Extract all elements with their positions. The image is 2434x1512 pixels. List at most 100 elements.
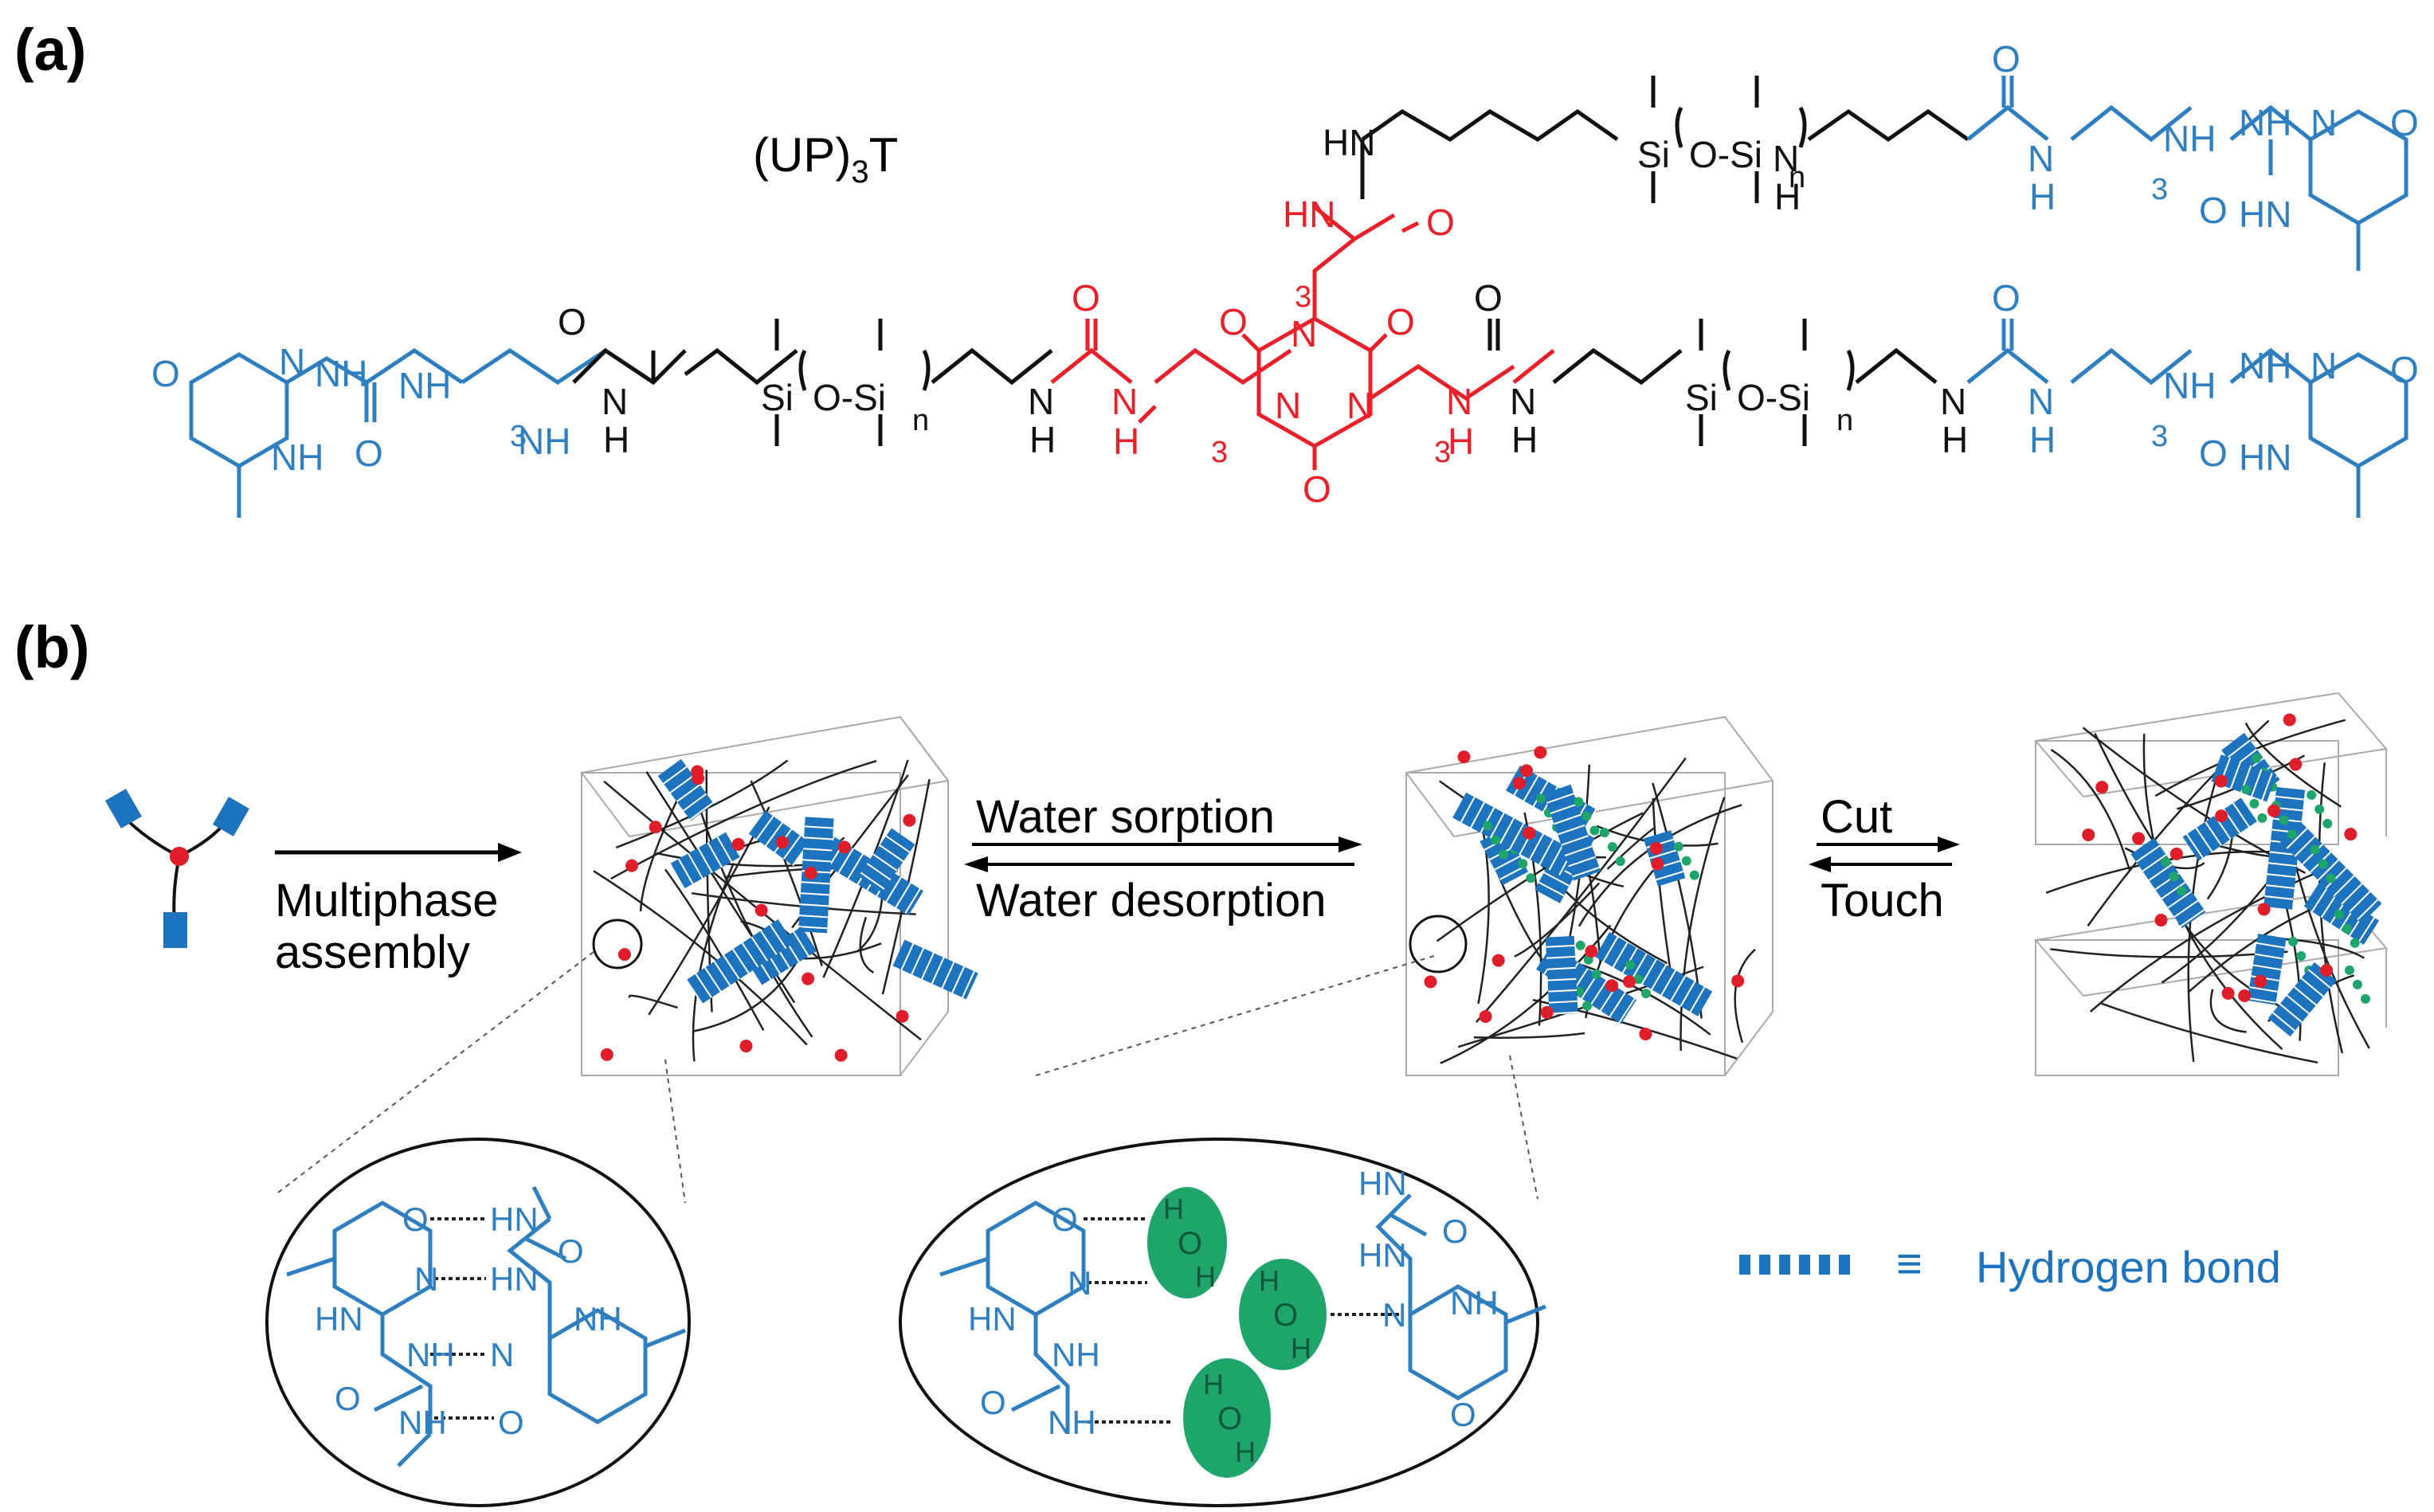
subscript-3-red-1: 3 [1211, 436, 1228, 469]
polymer-chain [2244, 723, 2342, 808]
stack-divider [837, 848, 854, 874]
atom-N-black-left: N [602, 381, 628, 422]
cut-touch-arrows [1809, 836, 1960, 872]
bridge-N-2: N [1382, 1296, 1406, 1334]
water-dot [1574, 797, 1584, 807]
stack-divider [1509, 823, 1525, 849]
water-dot [1615, 856, 1625, 867]
polymer-chain [859, 916, 875, 973]
stack-divider [1548, 844, 1564, 871]
stack-divider [962, 970, 975, 998]
crosslink-dot [2283, 713, 2296, 727]
cut-label: Cut [1821, 791, 1892, 843]
stack-divider [1557, 824, 1585, 836]
stack-divider [1590, 980, 1608, 1005]
atom-N-black-right-2: N [1940, 381, 1966, 422]
stack-divider [677, 858, 694, 884]
atom-H-top-black: H [1774, 176, 1801, 217]
atom-O-top-blue-1: O [1992, 38, 2020, 80]
polymer-chain [2283, 898, 2302, 1041]
water-molecule-icon [1147, 1187, 1227, 1299]
dimer-NH-1: NH [574, 1300, 622, 1338]
stack-divider [931, 957, 945, 985]
stack-divider [688, 852, 704, 879]
stack-divider [900, 943, 915, 970]
atom-O-black-right-1: O [1474, 277, 1503, 319]
atom-O-blue-ring-right: O [2390, 349, 2419, 390]
water-dot [1641, 989, 1652, 999]
crosslink-dot [2238, 989, 2252, 1003]
stack-divider [802, 859, 832, 863]
atom-H-black-left-2: H [1029, 419, 1056, 460]
atom-HN-red-top: HN [1283, 194, 1335, 235]
stack-divider [1523, 775, 1539, 801]
crosslink-dot [1519, 764, 1533, 778]
network-cube-cut [2034, 691, 2388, 1076]
atom-HN-blue-ring-right: HN [2239, 437, 2291, 478]
polymer-chain [648, 806, 770, 1016]
stack-divider [1546, 966, 1576, 970]
stack-divider [2294, 835, 2316, 857]
end-group-left [189, 347, 607, 518]
stack-divider [801, 881, 830, 885]
stack-divider [921, 952, 935, 980]
crosslink-dot [802, 972, 815, 985]
water-dot [2318, 859, 2328, 869]
dimer-O-1: O [402, 1201, 429, 1238]
bridge-O-3: O [1442, 1212, 1468, 1250]
polymer-chain [2050, 749, 2130, 870]
stack-divider [2173, 899, 2199, 918]
bridge-O-2: O [980, 1384, 1006, 1421]
crosslink-dot [2267, 804, 2280, 817]
water-sorption-label: Water sorption [976, 791, 1275, 843]
atom-O-red-top: O [1426, 202, 1455, 243]
bridge-NH-3: NH [1450, 1284, 1499, 1322]
atom-N-top-blue-1: N [2028, 138, 2054, 179]
atom-Si-left-1: Si [761, 377, 794, 418]
bridge-HN-3: HN [1358, 1236, 1407, 1274]
isocyanurate-core [1050, 206, 1555, 470]
crosslink-dot [2344, 828, 2358, 841]
stack-divider [2185, 833, 2204, 859]
atom-N-black-left-2: N [1028, 381, 1054, 422]
dimer-N-2: N [490, 1336, 514, 1373]
water-dot [2344, 965, 2354, 975]
polymer-chain [1514, 882, 1601, 958]
stack-divider [1538, 881, 1565, 897]
stack-divider [885, 876, 902, 903]
water-dot [2257, 813, 2267, 823]
stack-divider [1549, 1011, 1578, 1015]
stack-divider [847, 853, 864, 879]
stack-divider [2317, 859, 2339, 881]
siloxane-right [1487, 319, 1938, 446]
dimer-NH-2: NH [406, 1336, 455, 1373]
atom-HN-top-blue-ring: HN [2239, 194, 2291, 235]
stack-divider [793, 931, 809, 957]
stack-divider [713, 961, 731, 986]
stack-divider [683, 793, 707, 812]
atom-N-top-black: N [1773, 138, 1799, 179]
atom-N-ring-3: N [1291, 313, 1317, 354]
stack-divider [1547, 977, 1577, 981]
polymer-chain [645, 771, 796, 1004]
stack-divider [751, 936, 768, 962]
crosslink-dot [1639, 1027, 1652, 1040]
crosslink-dot [1479, 1009, 1492, 1023]
upy-stack [657, 758, 715, 821]
stack-divider [685, 979, 704, 1005]
atom-H-red-2: H [1448, 421, 1474, 462]
stack-divider [1641, 958, 1657, 985]
crosslink-dot [2132, 832, 2146, 845]
polymer-chain [2161, 879, 2271, 984]
stack-divider [2249, 986, 2278, 993]
stack-divider [2254, 953, 2283, 960]
water-dot [2287, 829, 2297, 840]
polymer-chain [2209, 989, 2247, 1033]
stack-divider [2205, 821, 2222, 846]
crosslink-dot [617, 948, 631, 962]
stack-divider [2349, 891, 2371, 913]
crosslink-dot [739, 1040, 753, 1053]
water-dot [2241, 784, 2252, 794]
atom-NH-top-blue-2: NH [2239, 102, 2291, 143]
water-H: H [1259, 1264, 1280, 1297]
